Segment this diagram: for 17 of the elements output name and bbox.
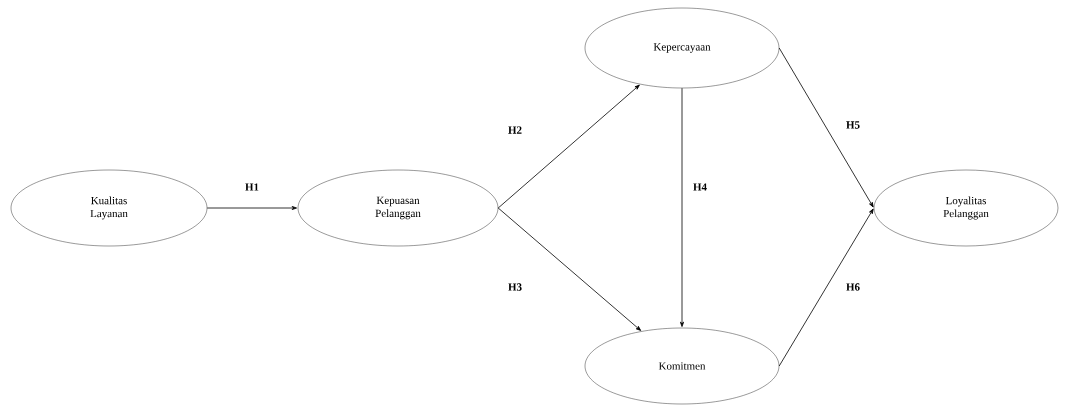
edge-label: H2 [508,126,522,134]
edge-label: H5 [846,121,860,129]
arrow [778,208,874,367]
arrow [497,207,642,331]
ellipse-node: Komitmen [584,327,780,405]
ellipse-node: Kualitas Layanan [10,169,208,247]
arrow [206,206,297,210]
ellipse-node: Kepuasan Pelanggan [297,169,499,247]
ellipse-node: Loyalitas Pelanggan [873,169,1059,247]
arrow [497,84,640,209]
arrow [778,47,874,208]
arrow [680,87,684,327]
edge-label: H4 [693,183,707,191]
edge-label: H3 [508,283,522,291]
edge-label: H1 [245,183,259,191]
edge-label: H6 [846,283,860,291]
ellipse-node: Kepercayaan [584,7,780,89]
